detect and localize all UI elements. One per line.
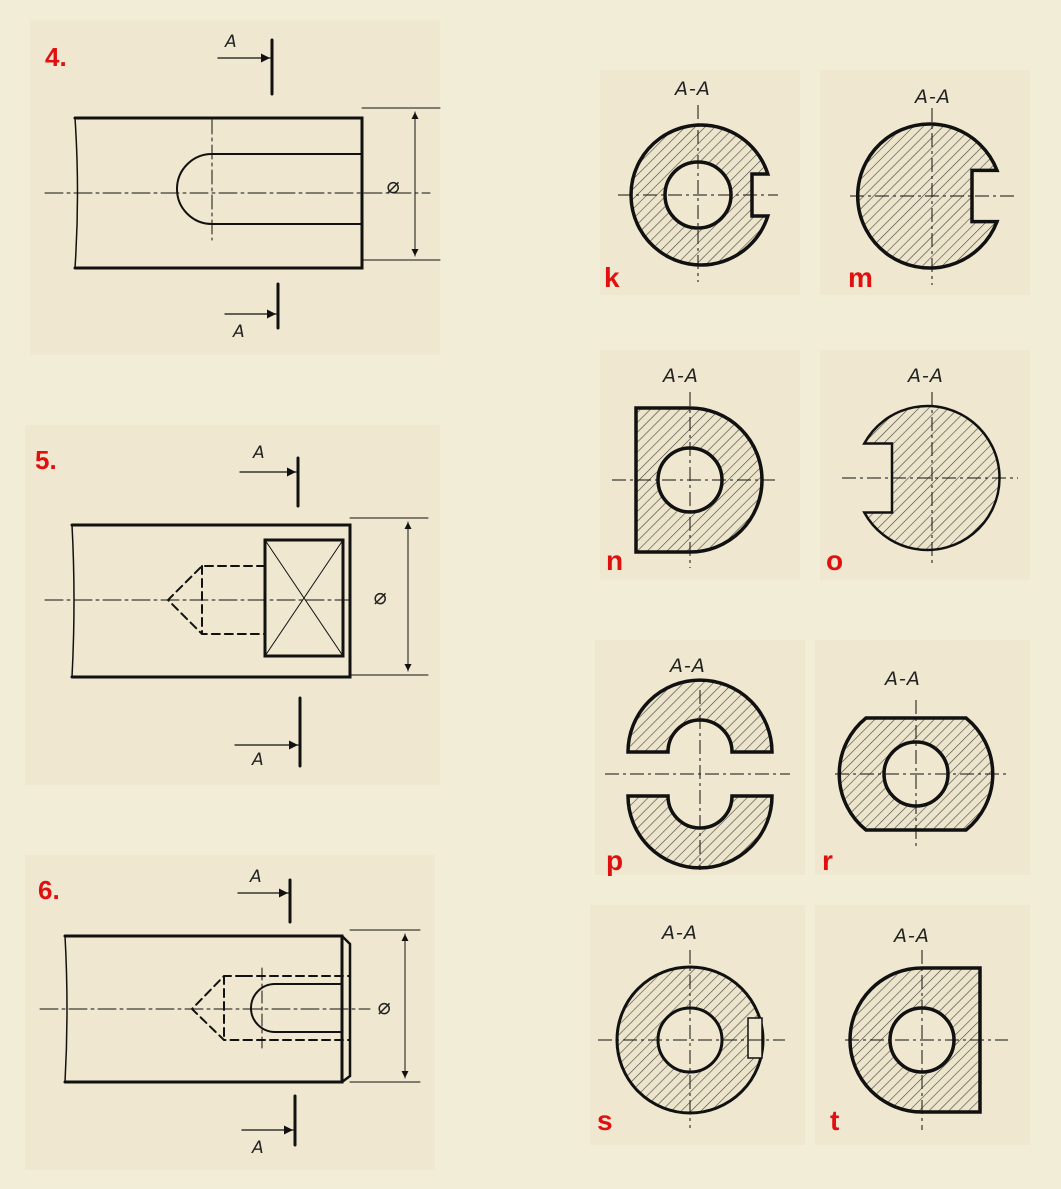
cut-mark-5-bottom: A (252, 750, 264, 770)
cut-mark-5-top: A (253, 443, 265, 463)
section-letter-n: n (606, 545, 624, 576)
section-letter-o: o (826, 545, 844, 576)
section-letter-s: s (597, 1105, 613, 1136)
section-letter-m: m (848, 262, 873, 293)
shaft-drawing-5 (44, 456, 429, 768)
section-title-m: A-A (915, 86, 951, 108)
drawing-panel-6 (25, 855, 435, 1170)
section-title-r: A-A (885, 668, 921, 690)
problem-number-4: 4. (45, 42, 67, 72)
shaft-drawing-4 (44, 38, 441, 330)
section-t (845, 950, 1008, 1130)
problem-number-6: 6. (38, 875, 60, 905)
section-o (842, 392, 1018, 565)
section-title-o: A-A (908, 365, 944, 387)
section-letter-p: p (606, 845, 624, 876)
section-letter-t: t (830, 1105, 840, 1136)
cut-mark-6-top: A (250, 867, 262, 887)
section-title-k: A-A (675, 78, 711, 100)
section-letter-r: r (822, 845, 833, 876)
section-title-t: A-A (894, 925, 930, 947)
problem-number-5: 5. (35, 445, 57, 475)
section-s (598, 950, 785, 1128)
cut-mark-4-bottom: A (233, 322, 245, 342)
drawing-panel-5 (25, 425, 440, 785)
shaft-drawing-6 (39, 878, 421, 1147)
section-title-n: A-A (663, 365, 699, 387)
section-r (835, 700, 1010, 850)
section-n (612, 392, 775, 568)
section-letter-k: k (604, 262, 620, 293)
drawing-panel-4 (30, 20, 440, 355)
section-k (618, 105, 778, 282)
section-title-s: A-A (662, 922, 698, 944)
cut-mark-6-bottom: A (252, 1138, 264, 1158)
diameter-symbol-5: ⌀ (373, 585, 387, 610)
section-p (605, 678, 790, 870)
cut-mark-4-top: A (225, 32, 237, 52)
section-title-p: A-A (670, 655, 706, 677)
section-m (850, 108, 1018, 285)
diameter-symbol-6: ⌀ (377, 995, 391, 1020)
